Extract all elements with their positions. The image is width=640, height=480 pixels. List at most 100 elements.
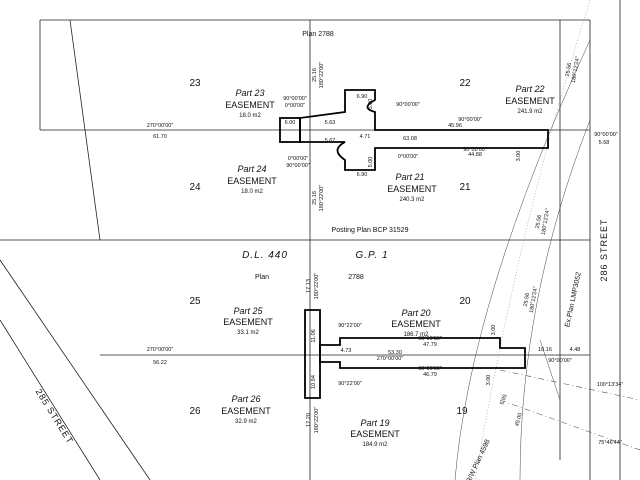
dim-2516-top: 25.16 (312, 68, 318, 82)
lot-26: 26 (189, 406, 201, 417)
svg-text:241.9 m2: 241.9 m2 (517, 109, 543, 115)
dim-bearing-east-top: 90°00'00" (458, 117, 482, 123)
posting-plan: Posting Plan BCP 31529 (332, 227, 409, 234)
dim-2556-mid: 25.56 (535, 215, 543, 230)
dim-300-bottom-2: 3.00 (486, 375, 492, 386)
street-286-label: 286 STREET (599, 218, 609, 281)
svg-text:Part 19: Part 19 (360, 418, 389, 428)
dim-bearing-24: 0°00'00" (288, 156, 309, 162)
svg-text:Part 22: Part 22 (515, 84, 544, 94)
svg-text:EASEMENT: EASEMENT (227, 176, 277, 186)
svg-text:32.9 m2: 32.9 m2 (235, 419, 257, 425)
dim-600: 6.00 (285, 120, 296, 126)
svg-text:Part 26: Part 26 (231, 394, 260, 404)
easement-label-25: Part 25 EASEMENT 33.1 m2 (223, 306, 273, 336)
easement-label-26: Part 26 EASEMENT 32.9 m2 (221, 394, 271, 425)
dim-bearing-low-ne: 180°12'24" (529, 286, 540, 313)
dim-bearing-22a: 90°00'00" (396, 102, 420, 108)
dim-bearing-west-2: 270°00'00" (147, 347, 174, 353)
easement-part-25-26 (304, 309, 321, 399)
svg-text:Part 24: Part 24 (237, 164, 266, 174)
lot-21: 21 (459, 182, 471, 193)
dim-bearing-10013: 100°13'34" (597, 382, 624, 388)
easement-top-t (299, 89, 549, 171)
dim-568: 5.68 (599, 140, 610, 146)
svg-text:EASEMENT: EASEMENT (505, 96, 555, 106)
svg-text:EASEMENT: EASEMENT (223, 317, 273, 327)
plan-number: 2788 (348, 274, 364, 281)
dim-690-bottom: 6.90 (357, 172, 368, 178)
dim-1094: 10.94 (311, 375, 317, 389)
svg-text:Part 20: Part 20 (401, 308, 430, 318)
dim-2556-low: 25.56 (523, 293, 531, 308)
dim-500-bottom: 5.00 (368, 157, 374, 168)
easement-label-21: Part 21 EASEMENT 240.3 m2 (387, 172, 437, 203)
dim-bearing-ne: 180°12'24" (571, 56, 582, 83)
dim-bearing-mid: 270°00'00" (377, 356, 404, 362)
dim-bearing-mid-ne: 180°12'24" (541, 208, 552, 235)
dim-1720: 17.20 (306, 413, 312, 427)
svg-text:Part 25: Part 25 (233, 306, 263, 316)
easement-label-20: Part 20 EASEMENT 186.7 m2 (391, 308, 441, 338)
centerline-1 (499, 369, 640, 401)
dim-1016: 10.16 (538, 347, 552, 353)
street-285-label: 285 STREET (34, 387, 76, 446)
lot-19: 19 (456, 406, 468, 417)
tie-line (539, 339, 561, 401)
rw-line-1 (454, 39, 591, 480)
street-285-west (0, 319, 101, 480)
dim-bearing-23b: 0°00'00" (285, 103, 306, 109)
dim-6308: 63.08 (403, 136, 417, 142)
dim-bearing-21a: 0°00'00" (398, 154, 419, 160)
svg-text:18.0 m2: 18.0 m2 (239, 113, 261, 119)
lot-25: 25 (189, 296, 201, 307)
svg-text:EASEMENT: EASEMENT (391, 319, 441, 329)
lot-22: 22 (459, 78, 471, 89)
dim-bearing-19: 90°00'00" (418, 366, 442, 372)
dim-4779: 47.79 (423, 342, 437, 348)
dim-4488: 44.88 (468, 152, 482, 158)
dim-bearing-west: 270°00'00" (147, 123, 174, 129)
svg-text:EASEMENT: EASEMENT (221, 406, 271, 416)
dim-bearing-south-2: 180°22'00" (314, 407, 320, 434)
svg-text:18.0 m2: 18.0 m2 (241, 189, 263, 195)
dim-1106: 11.06 (311, 329, 317, 342)
dl-label: D.L. 440 (242, 250, 288, 261)
dim-bearing-20: 90°00'00" (418, 336, 442, 342)
easement-label-19: Part 19 EASEMENT 184.9 m2 (350, 418, 400, 448)
dim-5330: 53.30 (388, 350, 402, 356)
plan-word: Plan (255, 274, 269, 281)
svg-text:186.7 m2: 186.7 m2 (403, 332, 429, 338)
dim-563: 5.63 (325, 120, 336, 126)
dim-bearing-9022b: 90°22'00" (338, 381, 362, 387)
easement-outlines (279, 89, 549, 399)
dim-6170: 61.70 (153, 134, 167, 140)
easement-label-22: Part 22 EASEMENT 241.9 m2 (505, 84, 555, 115)
text-layer: Plan 2788 Posting Plan BCP 31529 D.L. 44… (34, 31, 624, 480)
dim-2556-top: 25.56 (565, 63, 573, 78)
svg-text:EASEMENT: EASEMENT (225, 100, 275, 110)
dim-bearing-top: 180°22'00" (319, 62, 325, 89)
street-285-east (0, 259, 151, 480)
easement-part-20-19 (319, 337, 526, 369)
lot-line-west (69, 19, 101, 241)
svg-text:240.3 m2: 240.3 m2 (399, 197, 425, 203)
dim-4679: 46.79 (423, 372, 437, 378)
gp-label: G.P. 1 (355, 250, 388, 261)
dim-bearing-bottom: 180°22'00" (319, 185, 325, 212)
dim-bearing-east: 90°00'00" (594, 132, 618, 138)
dim-bearing-east-2: 90°00'00" (548, 358, 572, 364)
easement-label-23: Part 23 EASEMENT 18.0 m2 (225, 88, 275, 119)
dim-595: 5.95 (499, 394, 508, 406)
rw-line-2 (519, 119, 591, 480)
ex-plan-label: Ex.Plan LMP3052 (564, 271, 583, 327)
svg-text:EASEMENT: EASEMENT (387, 184, 437, 194)
svg-text:EASEMENT: EASEMENT (350, 429, 400, 439)
svg-text:33.1 m2: 33.1 m2 (237, 330, 259, 336)
lot-23: 23 (189, 78, 201, 89)
dim-1713: 17.13 (306, 279, 312, 293)
lot-20: 20 (459, 296, 471, 307)
dim-4500: 45.00 (514, 412, 523, 427)
dim-bearing-7546: 75°46'44" (598, 440, 622, 446)
